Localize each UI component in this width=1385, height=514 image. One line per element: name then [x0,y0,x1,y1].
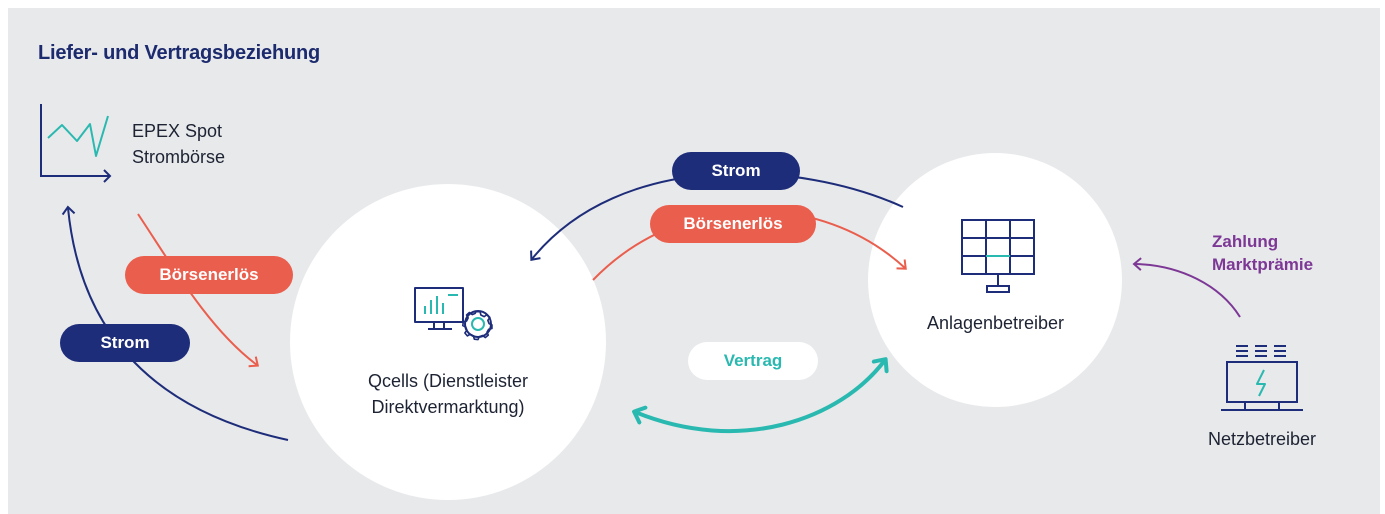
vertrag-badge: Vertrag [688,342,818,380]
page-title: Liefer- und Vertragsbeziehung [38,42,321,64]
zahlung-label: Zahlung Marktprämie [1212,230,1313,276]
qcells-label-line1: Qcells (Dienstleister [367,371,529,391]
zahlung-label-line1: Zahlung [1212,232,1279,251]
boerse-top-badge: Börsenerlös [650,205,816,243]
netz-label: Netzbetreiber [1207,429,1317,449]
strom-left-badge: Strom [60,324,190,362]
epex-label: EPEX Spot Strombörse [132,118,225,170]
boerse-left-badge: Börsenerlös [125,256,293,294]
qcells-circle [290,184,606,500]
solar-panel-icon [961,219,1035,293]
epex-label-line2: Strombörse [132,147,226,167]
grid-operator-icon [1221,345,1303,411]
vertrag-arrow [632,357,889,433]
strom-top-badge: Strom [672,152,800,190]
qcells-label-line2: Direktvermarktung) [371,397,525,417]
chart-icon [40,104,112,183]
zahlung-label-line2: Marktprämie [1212,255,1314,274]
monitor-gear-icon [414,287,493,341]
qcells-label: Qcells (Dienstleister Direktvermarktung) [342,368,554,420]
anlagen-label: Anlagenbetreiber [926,313,1065,333]
epex-label-line1: EPEX Spot [132,121,223,141]
anlagen-circle [868,153,1122,407]
boerse-left-arrow [137,213,260,368]
zahlung-arrow [1132,257,1241,318]
